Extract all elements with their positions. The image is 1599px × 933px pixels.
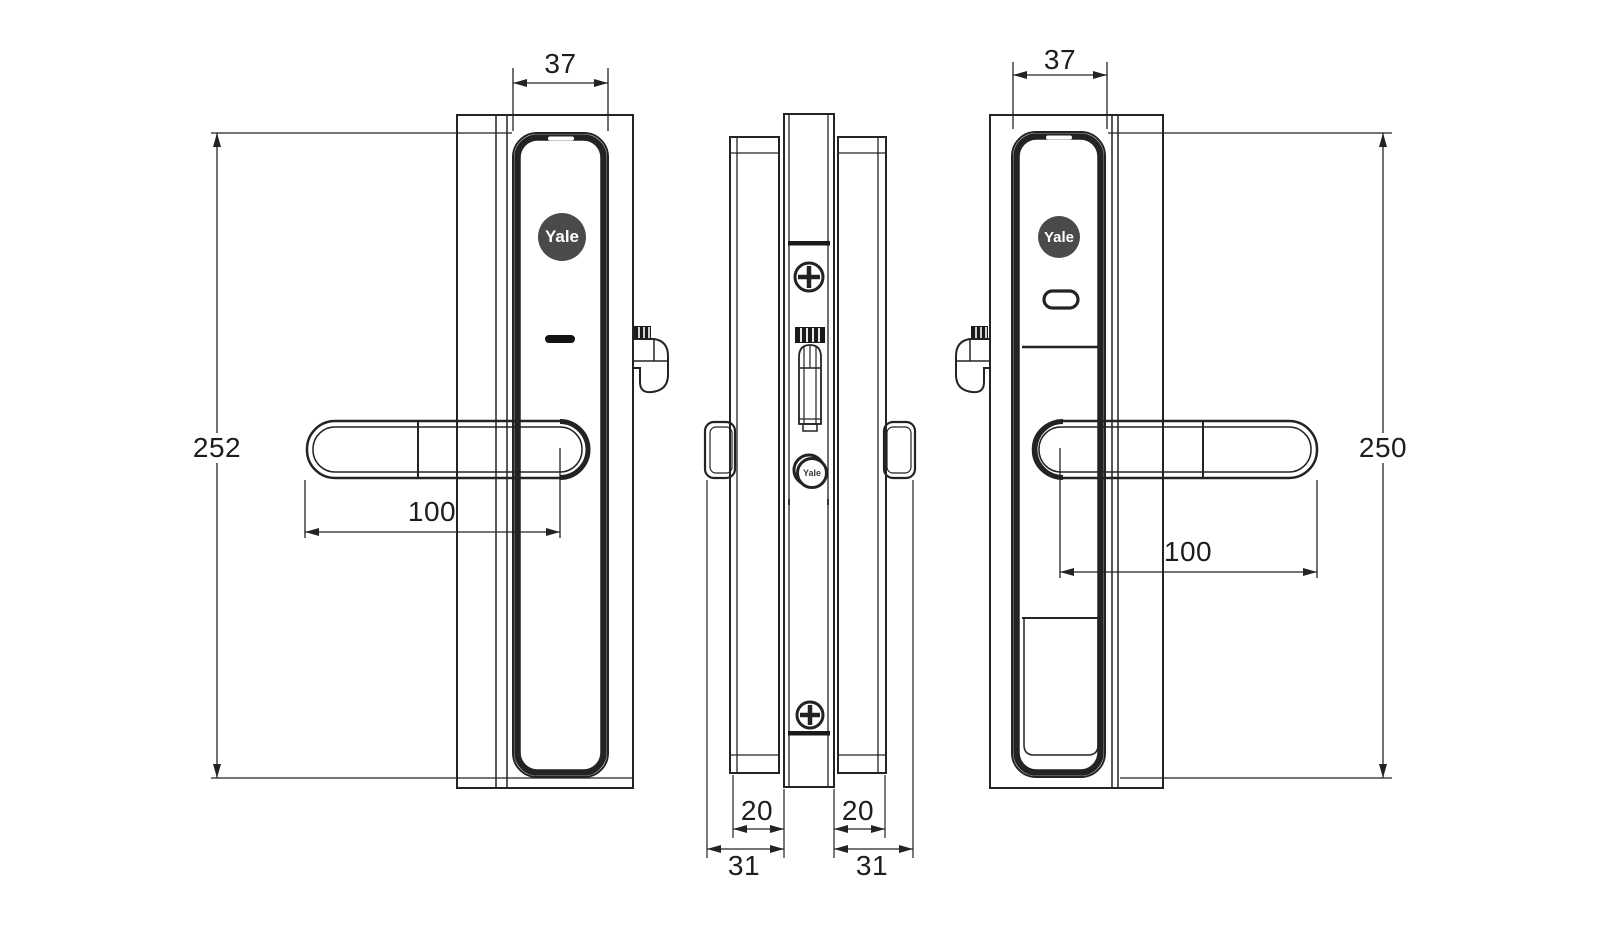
faceplate-bottom-band [788,731,830,736]
dim-label-31-left: 31 [727,850,761,881]
exterior-handle-cap-shade [559,419,591,480]
interior-handle-inner-line [1038,426,1312,473]
exterior-bezel-highlight [548,136,574,141]
screw-bottom-icon [795,700,825,730]
led-indicator [545,335,575,343]
battery-cover-outline [1023,618,1099,756]
exterior-hook-bolt [634,338,669,394]
edge-right-handle [882,420,917,480]
dim-label-20-left: 20 [740,795,774,826]
interior-handle-outline [1031,419,1319,480]
edge-left-handle-inner [709,426,733,474]
edge-left-door-panel [729,136,780,774]
dim-label-handle-interior: 100 [1163,536,1213,567]
dim-100-exterior [304,448,561,538]
edge-extension-lines [706,480,914,858]
interior-bezel-highlight [1046,135,1072,140]
dim-20-left [733,825,784,833]
latch-bolt [798,344,822,432]
dim-label-20-right: 20 [841,795,875,826]
dim-20-right [834,825,885,833]
interior-door-outline [989,114,1164,789]
edge-right-door-panel [837,136,887,774]
edge-right-handle-inner [886,426,912,474]
dim-label-width-interior: 37 [1043,44,1077,75]
latch-knurl [795,327,825,343]
privacy-button [1042,289,1080,310]
exterior-handle-inner-line [312,426,583,473]
dim-250 [1108,132,1392,779]
exterior-view [211,68,669,789]
exterior-handle-outline [305,419,590,480]
dim-label-handle-exterior: 100 [407,496,457,527]
dim-31-left [707,845,784,853]
yale-logo-edge: Yale [796,457,828,489]
exterior-door-outline [456,114,634,789]
yale-logo-interior: Yale [1038,216,1080,258]
interior-hook-bolt [955,338,990,394]
dim-label-width-exterior: 37 [544,48,577,79]
edge-plate [783,113,835,788]
interior-handle-cap-shade [1032,419,1064,480]
dim-31-right [834,845,913,853]
screw-top-icon [793,261,825,293]
dim-label-height-exterior: 252 [188,432,246,463]
exterior-lock-body-outline [512,132,609,778]
edge-view [703,113,917,858]
interior-lock-body-outline [1011,131,1106,778]
dim-100-interior [1059,448,1318,578]
faceplate-top-band [788,241,830,246]
edge-left-handle [703,420,737,480]
yale-logo-exterior: Yale [538,213,586,261]
interior-view [955,62,1392,789]
dim-label-height-interior: 250 [1354,432,1412,463]
dim-label-31-right: 31 [855,850,889,881]
dim-37-interior [1012,62,1108,129]
dim-37-exterior [512,68,609,131]
